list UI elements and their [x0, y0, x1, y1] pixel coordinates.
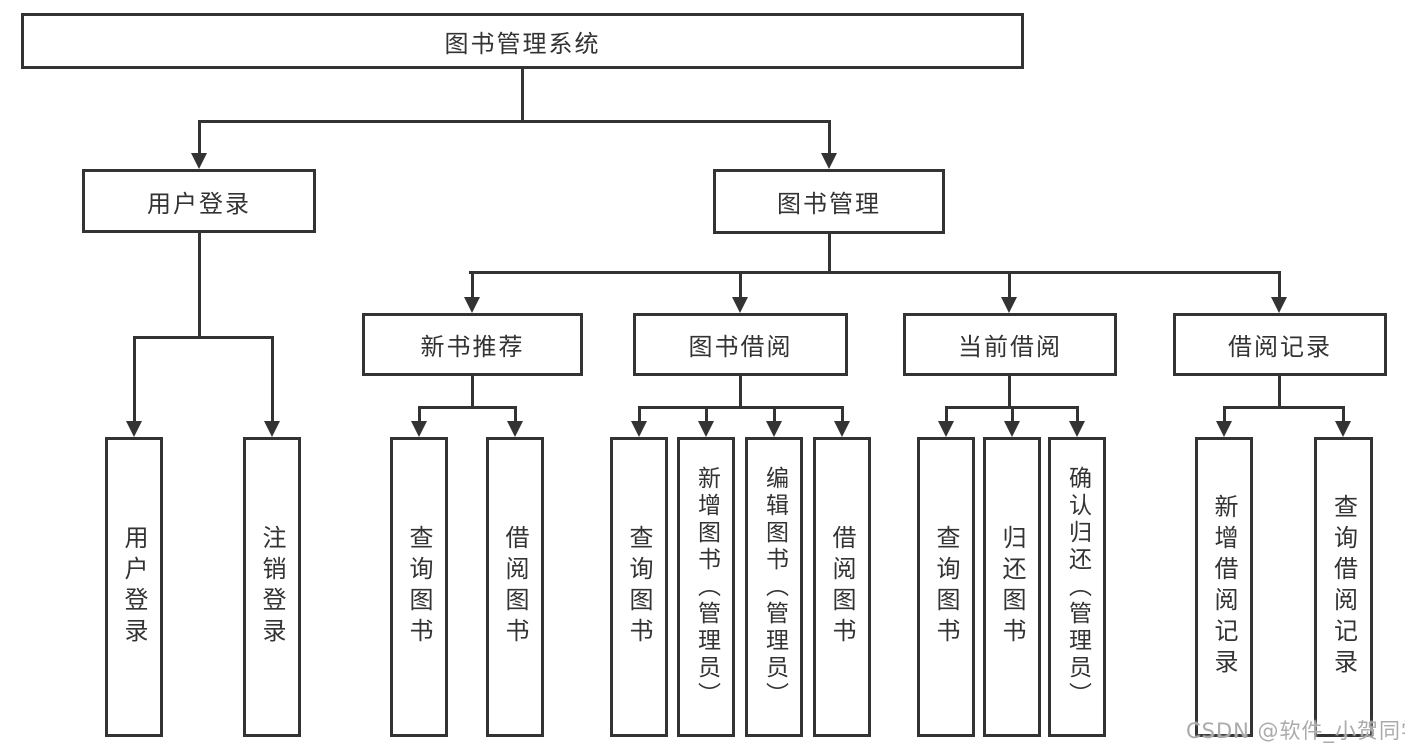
connector-level3-rail — [469, 271, 1281, 274]
connector-borrow-record-trunk — [1278, 376, 1281, 409]
connector-stem-user-login — [198, 120, 201, 156]
node-current-borrow-label: 当前借阅 — [958, 333, 1062, 361]
connector-stem-leaf — [773, 406, 776, 423]
arrow-down-icon — [821, 153, 837, 169]
arrow-down-icon — [766, 421, 782, 437]
leaf-user-login-label: 用户登录 — [120, 525, 148, 649]
leaf-query-borrow-record: 查询借阅记录 — [1314, 437, 1373, 737]
leaf-confirm-return-admin: 确认归还（管理员） — [1048, 437, 1106, 737]
arrow-down-icon — [834, 421, 850, 437]
node-current-borrow: 当前借阅 — [903, 313, 1117, 376]
connector-stem-leaf — [418, 406, 421, 423]
leaf-query-book-2-label: 查询图书 — [625, 525, 653, 649]
connector-book-borrow-rail — [638, 406, 843, 409]
leaf-add-book-admin: 新增图书（管理员） — [677, 437, 735, 737]
arrow-down-icon — [732, 297, 748, 313]
node-book-management: 图书管理 — [713, 169, 945, 234]
node-borrow-record-label: 借阅记录 — [1228, 333, 1332, 361]
arrow-down-icon — [631, 421, 647, 437]
leaf-return-book: 归还图书 — [983, 437, 1041, 737]
leaf-logout-label: 注销登录 — [258, 525, 286, 649]
arrow-down-icon — [1001, 297, 1017, 313]
connector-book-borrow-trunk — [739, 376, 742, 409]
connector-new-book-trunk — [471, 376, 474, 409]
connector-stem-book-mgmt — [828, 120, 831, 156]
connector-stem-new-book — [471, 271, 474, 299]
arrow-down-icon — [698, 421, 714, 437]
connector-stem-leaf — [133, 336, 136, 423]
connector-stem-leaf — [1223, 406, 1226, 423]
node-new-book-recommend: 新书推荐 — [362, 313, 583, 376]
arrow-down-icon — [1069, 421, 1085, 437]
leaf-borrow-book-1: 借阅图书 — [486, 437, 544, 737]
connector-user-login-trunk — [198, 233, 201, 339]
leaf-query-book-3-label: 查询图书 — [932, 525, 960, 649]
connector-stem-leaf — [841, 406, 844, 423]
node-root-library-system: 图书管理系统 — [21, 13, 1024, 69]
leaf-confirm-return-admin-label: 确认归还（管理员） — [1064, 465, 1091, 709]
connector-stem-leaf — [1011, 406, 1014, 423]
connector-level2-rail — [198, 120, 831, 123]
connector-stem-leaf — [1076, 406, 1079, 423]
leaf-add-borrow-record: 新增借阅记录 — [1195, 437, 1253, 737]
node-book-management-label: 图书管理 — [777, 190, 881, 218]
leaf-borrow-book-1-label: 借阅图书 — [501, 525, 529, 649]
arrow-down-icon — [191, 153, 207, 169]
leaf-add-borrow-record-label: 新增借阅记录 — [1210, 494, 1238, 680]
connector-borrow-record-rail — [1223, 406, 1344, 409]
connector-user-login-rail — [133, 336, 274, 339]
arrow-down-icon — [1216, 421, 1232, 437]
leaf-query-borrow-record-label: 查询借阅记录 — [1329, 494, 1358, 680]
leaf-user-login: 用户登录 — [105, 437, 163, 737]
arrow-down-icon — [507, 421, 523, 437]
connector-stem-book-borrow — [739, 271, 742, 299]
connector-stem-leaf — [705, 406, 708, 423]
leaf-return-book-label: 归还图书 — [998, 525, 1026, 649]
node-borrow-record: 借阅记录 — [1173, 313, 1387, 376]
leaf-query-book-1-label: 查询图书 — [405, 525, 433, 649]
leaf-query-book-3: 查询图书 — [917, 437, 975, 737]
node-root-label: 图书管理系统 — [444, 29, 601, 58]
leaf-edit-book-admin-label: 编辑图书（管理员） — [761, 465, 788, 709]
node-user-login-label: 用户登录 — [147, 189, 251, 218]
arrow-down-icon — [1271, 297, 1287, 313]
leaf-borrow-book-2-label: 借阅图书 — [828, 525, 856, 649]
csdn-watermark: CSDN @软件_小贺同学 — [1186, 719, 1405, 743]
connector-stem-leaf — [1342, 406, 1345, 423]
connector-stem-current-borrow — [1008, 271, 1011, 299]
arrow-down-icon — [464, 297, 480, 313]
arrow-down-icon — [126, 421, 142, 437]
connector-stem-borrow-record — [1278, 271, 1281, 299]
arrow-down-icon — [264, 421, 280, 437]
node-new-book-recommend-label: 新书推荐 — [420, 333, 525, 361]
arrow-down-icon — [938, 421, 954, 437]
arrow-down-icon — [411, 421, 427, 437]
connector-current-borrow-trunk — [1008, 376, 1011, 409]
connector-stem-leaf — [514, 406, 517, 423]
connector-stem-leaf — [945, 406, 948, 423]
leaf-edit-book-admin: 编辑图书（管理员） — [745, 437, 803, 737]
node-book-borrow-label: 图书借阅 — [688, 333, 793, 361]
leaf-query-book-2: 查询图书 — [610, 437, 668, 737]
node-book-borrow: 图书借阅 — [633, 313, 848, 376]
connector-root-trunk — [521, 69, 524, 123]
leaf-logout: 注销登录 — [243, 437, 301, 737]
node-user-login: 用户登录 — [82, 169, 316, 233]
connector-stem-leaf — [271, 336, 274, 423]
leaf-query-book-1: 查询图书 — [390, 437, 448, 737]
leaf-borrow-book-2: 借阅图书 — [813, 437, 871, 737]
connector-book-mgmt-trunk — [828, 234, 831, 274]
arrow-down-icon — [1004, 421, 1020, 437]
connector-stem-leaf — [638, 406, 641, 423]
arrow-down-icon — [1335, 421, 1351, 437]
leaf-add-book-admin-label: 新增图书（管理员） — [693, 465, 720, 709]
connector-new-book-rail — [418, 406, 517, 409]
